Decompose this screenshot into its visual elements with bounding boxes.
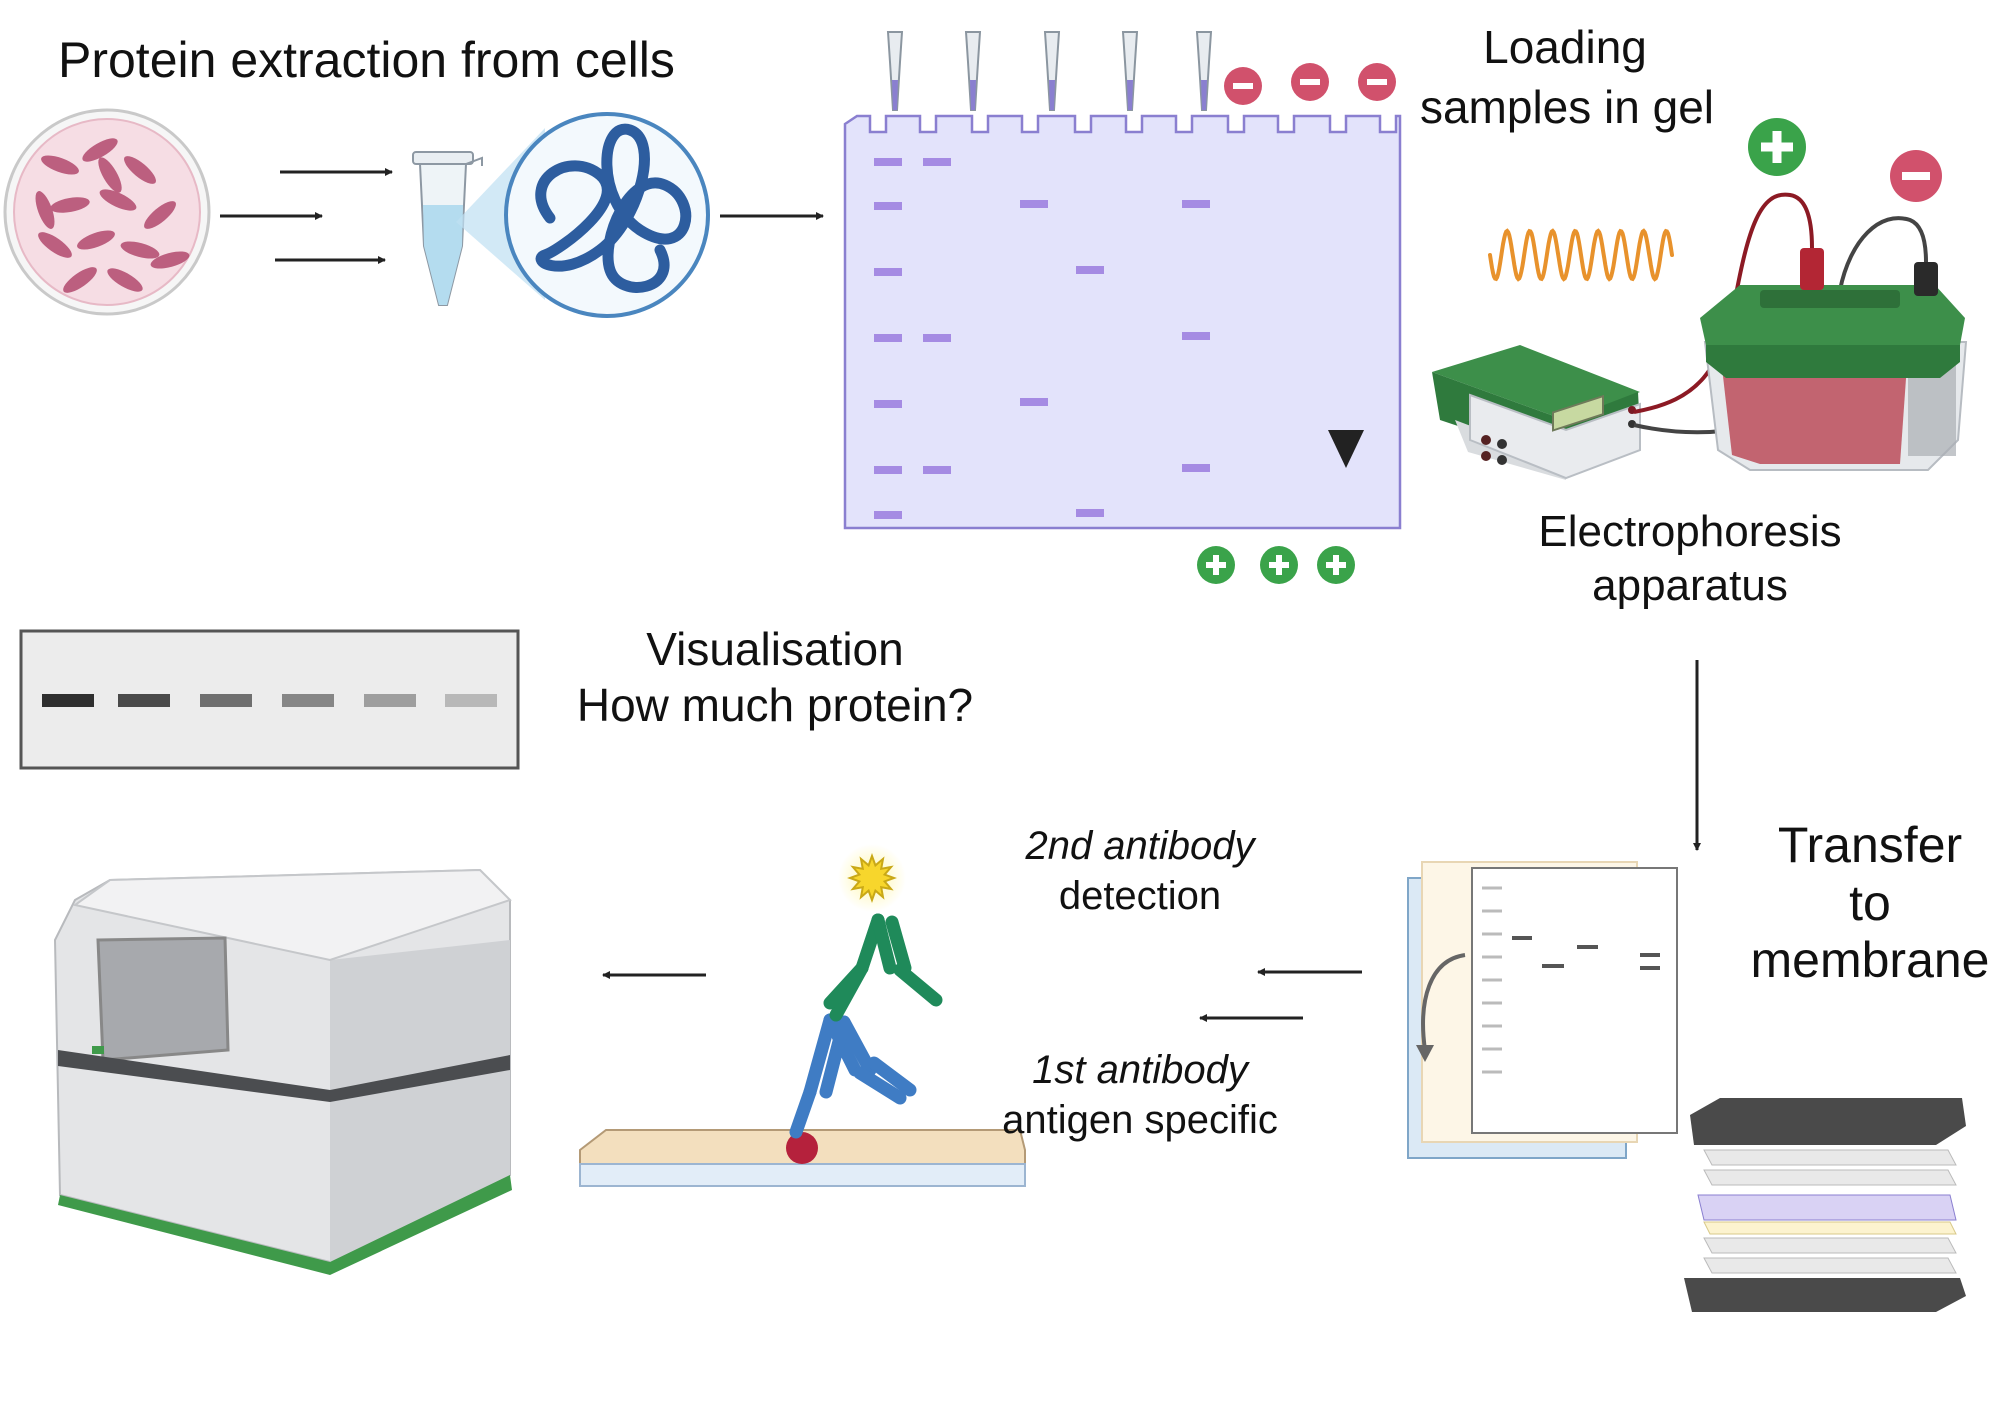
- gel-icon: [843, 114, 1402, 530]
- label-antigen-specific: antigen specific: [1002, 1098, 1278, 1142]
- blot-strip-icon: [19, 629, 520, 770]
- label-first-antibody: 1st antibody: [1032, 1048, 1248, 1092]
- transfer-to-antibody-arrows: [1199, 968, 1362, 1022]
- label-loading-line2: samples in gel: [1419, 81, 1715, 133]
- dna-coil-icon: [504, 112, 710, 318]
- pipette-icon: [886, 31, 1213, 111]
- label-second-antibody: 2nd antibody: [1025, 824, 1255, 868]
- label-transfer-line2: to: [1849, 875, 1891, 931]
- label-detection: detection: [1058, 874, 1222, 918]
- wave-icon: [1488, 228, 1674, 282]
- transfer-stack-icon: [1684, 1098, 1966, 1312]
- label-transfer-line1: Transfer: [1777, 817, 1963, 873]
- label-electrophoresis-line1: Electrophoresis: [1538, 507, 1842, 556]
- label-loading-line1: Loading: [1483, 21, 1647, 73]
- tube-icon: [412, 151, 483, 306]
- label-transfer-line3: membrane: [1750, 932, 1990, 988]
- antibody-icon: [579, 844, 1026, 1187]
- minus-sign-icon: [1224, 63, 1942, 202]
- label-visualisation-line1: Visualisation: [646, 623, 904, 675]
- cell-dish-icon: [3, 108, 211, 316]
- battery-tank-icon: [1700, 248, 1968, 471]
- label-electrophoresis-line2: apparatus: [1592, 561, 1788, 610]
- plus-sign-icon: [1197, 118, 1806, 584]
- label-protein-extraction: Protein extraction from cells: [58, 32, 675, 88]
- extraction-arrows: [220, 168, 393, 264]
- red-wire: [1633, 192, 1814, 414]
- label-visualisation-line2: How much protein?: [576, 679, 974, 731]
- membrane-sheet-icon: [1407, 861, 1678, 1159]
- power-supply-icon: [1432, 345, 1641, 480]
- imager-icon: [53, 868, 512, 1275]
